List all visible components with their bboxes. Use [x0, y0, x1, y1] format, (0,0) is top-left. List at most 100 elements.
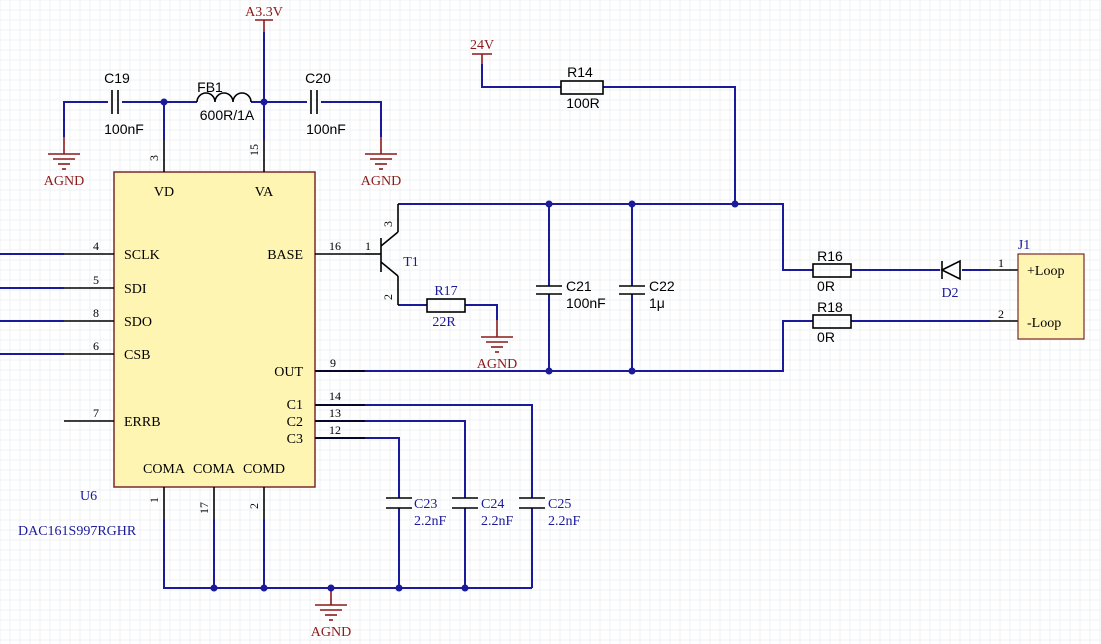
junction [461, 584, 469, 592]
pin-name-sclk: SCLK [124, 248, 160, 263]
j1-body [1017, 253, 1085, 340]
u6-designator: U6 [80, 489, 97, 504]
t1-designator: T1 [403, 255, 419, 270]
junction [260, 584, 268, 592]
power-label-24v: 24V [470, 38, 494, 53]
pin-number-csb: 6 [93, 339, 99, 353]
capacitor-c21[interactable]: C21 100nF [536, 278, 606, 311]
junction [628, 200, 636, 208]
pin-name-errb: ERRB [124, 415, 161, 430]
r16-designator: R16 [817, 248, 843, 264]
agnd-label-c19: AGND [44, 174, 84, 189]
r16-value: 0R [817, 278, 835, 294]
c19-value: 100nF [104, 121, 144, 137]
pin-name-coma-1: COMA [143, 462, 186, 477]
pin-number-sclk: 4 [93, 239, 99, 253]
c21-designator: C21 [566, 278, 592, 294]
pin-name-c2: C2 [287, 415, 303, 430]
capacitor-c20[interactable]: C20 100nF [305, 70, 346, 137]
c21-value: 100nF [566, 295, 606, 311]
fb1-designator: FB1 [197, 79, 223, 95]
c22-designator: C22 [649, 278, 675, 294]
pin-name-c3: C3 [287, 432, 303, 447]
agnd-label-bottom: AGND [311, 625, 351, 640]
j1-pin1-name: +Loop [1027, 264, 1064, 279]
u6-part-number: DAC161S997RGHR [18, 524, 137, 539]
r17-value: 22R [432, 315, 456, 330]
connector-j1[interactable]: J1 1 2 +Loop -Loop [990, 238, 1085, 340]
c23-designator: C23 [414, 497, 437, 512]
junction [545, 367, 553, 375]
ferrite-bead-fb1[interactable]: FB1 600R/1A [196, 79, 255, 123]
pin-name-sdi: SDI [124, 282, 147, 297]
agnd-symbol-c20[interactable]: AGND [361, 137, 401, 189]
j1-pin2-number: 2 [998, 307, 1004, 321]
diode-d2[interactable]: D2 [940, 259, 961, 301]
pin-name-c1: C1 [287, 398, 303, 413]
t1-pin-collector: 3 [381, 221, 395, 227]
junctions [160, 98, 739, 592]
power-label-a33v: A3.3V [245, 5, 283, 20]
resistor-r16[interactable]: R16 0R [812, 248, 852, 294]
c22-value: 1μ [649, 295, 665, 311]
junction [160, 98, 168, 106]
r14-designator: R14 [567, 64, 593, 80]
t1-pin-base: 1 [365, 239, 371, 253]
pin-name-coma-17: COMA [193, 462, 236, 477]
resistor-r18[interactable]: R18 0R [812, 299, 852, 345]
j1-pin1-number: 1 [998, 256, 1004, 270]
c24-designator: C24 [481, 497, 504, 512]
c20-designator: C20 [305, 70, 331, 86]
c23-value: 2.2nF [414, 514, 447, 529]
resistor-r17[interactable]: R17 22R [426, 284, 466, 330]
pin-name-sdo: SDO [124, 315, 152, 330]
pin-name-comd: COMD [243, 462, 285, 477]
r14-value: 100R [566, 95, 599, 111]
j1-pin2-name: -Loop [1027, 316, 1061, 331]
r18-value: 0R [817, 329, 835, 345]
resistor-r14[interactable]: R14 100R [560, 64, 604, 111]
pin-number-coma-17: 17 [197, 502, 211, 514]
agnd-label-r17: AGND [477, 357, 517, 372]
pin-name-out: OUT [274, 365, 303, 380]
pin-number-c1: 14 [329, 389, 341, 403]
capacitor-c25[interactable]: C25 2.2nF [519, 497, 581, 529]
pin-number-comd: 2 [247, 503, 261, 509]
t1-pin-emitter: 2 [381, 294, 395, 300]
junction [210, 584, 218, 592]
pin-number-coma-1: 1 [147, 497, 161, 503]
junction [260, 98, 268, 106]
agnd-symbol-c19[interactable]: AGND [44, 137, 84, 189]
pin-name-csb: CSB [124, 348, 150, 363]
pin-number-errb: 7 [93, 406, 99, 420]
pin-number-vd: 3 [147, 155, 161, 161]
pin-number-c3: 12 [329, 423, 341, 437]
agnd-symbol-r17[interactable]: AGND [477, 320, 517, 372]
j1-designator: J1 [1018, 238, 1030, 253]
capacitor-c19[interactable]: C19 100nF [104, 70, 144, 137]
pin-number-base: 16 [329, 239, 341, 253]
pin-number-sdo: 8 [93, 306, 99, 320]
capacitor-c24[interactable]: C24 2.2nF [452, 497, 514, 529]
pin-number-c2: 13 [329, 406, 341, 420]
pin-number-va: 15 [247, 144, 261, 156]
fb1-value: 600R/1A [200, 107, 255, 123]
pin-number-out: 9 [330, 356, 336, 370]
c25-value: 2.2nF [548, 514, 581, 529]
agnd-symbol-bottom[interactable]: AGND [311, 588, 351, 640]
capacitor-c23[interactable]: C23 2.2nF [386, 497, 447, 529]
d2-designator: D2 [941, 286, 958, 301]
transistor-t1[interactable]: 1 3 2 T1 [365, 204, 419, 305]
u6-dac-chip[interactable]: VD VA SCLK SDI SDO CSB ERRB BASE OUT C1 … [18, 140, 365, 539]
agnd-label-c20: AGND [361, 174, 401, 189]
r18-designator: R18 [817, 299, 843, 315]
power-port-a33v[interactable]: A3.3V [245, 5, 283, 32]
pin-number-sdi: 5 [93, 273, 99, 287]
junction [545, 200, 553, 208]
capacitor-c22[interactable]: C22 1μ [619, 278, 675, 311]
junction [628, 367, 636, 375]
power-port-24v[interactable]: 24V [470, 38, 494, 64]
c25-designator: C25 [548, 497, 571, 512]
pin-name-vd: VD [154, 185, 174, 200]
